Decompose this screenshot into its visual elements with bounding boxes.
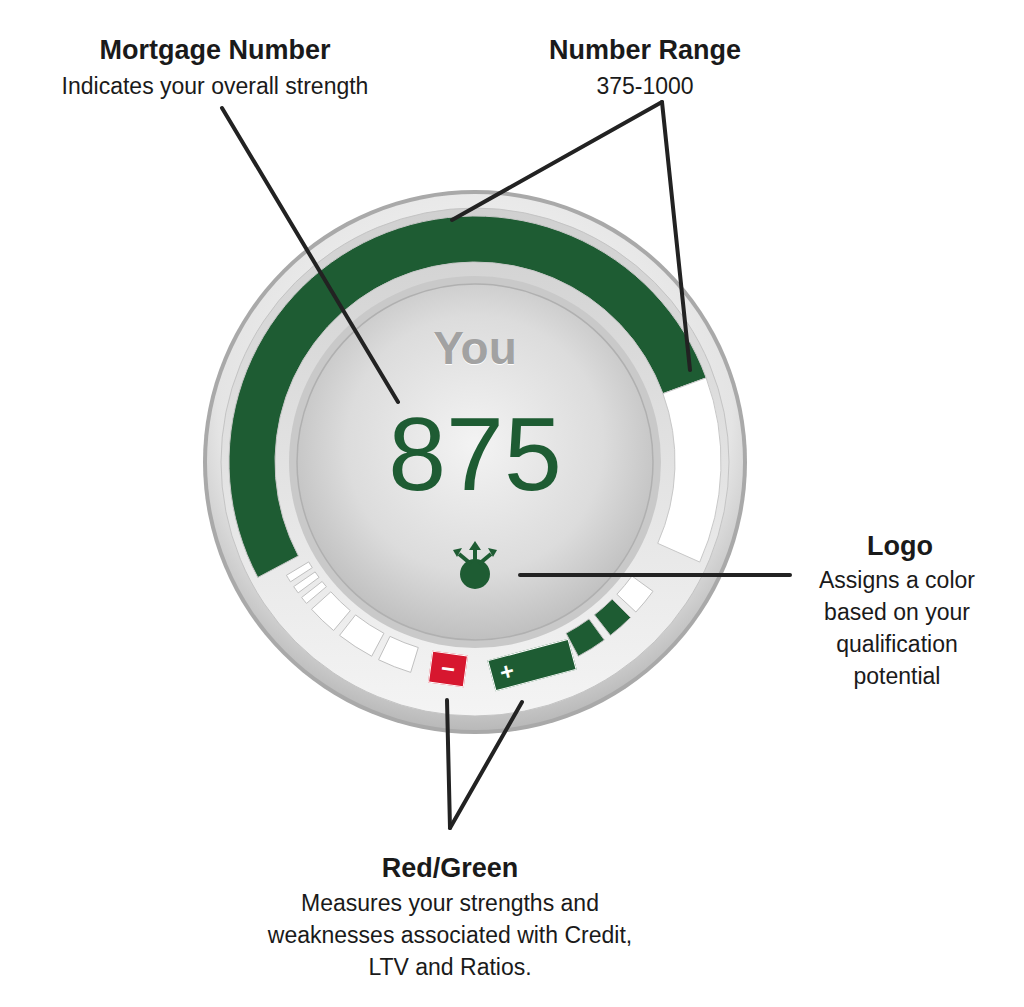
callout-text: 375-1000 xyxy=(485,71,805,101)
score-segment xyxy=(594,599,630,635)
callout-heading: Number Range xyxy=(485,34,805,66)
callout-heading: Logo xyxy=(790,530,1010,562)
inner-rim xyxy=(289,276,661,648)
leader-lines xyxy=(222,102,790,828)
callout-heading: Mortgage Number xyxy=(5,34,425,66)
callout-text: Indicates your overall strength xyxy=(0,71,430,101)
score-segment xyxy=(617,576,653,612)
outer-face xyxy=(207,194,743,730)
dial-circle: You 875 xyxy=(297,284,653,640)
callout-text: Measures your strengths and weaknesses a… xyxy=(258,887,643,983)
score-number: 875 xyxy=(297,402,653,506)
callout-text: Assigns a color based on your qualificat… xyxy=(802,564,992,692)
dial-face xyxy=(297,284,653,640)
outer-bezel xyxy=(203,190,747,734)
range-band xyxy=(658,378,721,562)
weakness-box: − xyxy=(428,651,468,688)
score-segment xyxy=(379,636,419,672)
sign-symbol: − xyxy=(439,656,456,682)
logo-icon xyxy=(453,541,497,589)
callout-heading: Red/Green xyxy=(250,852,650,884)
sign-symbol: + xyxy=(497,658,517,685)
dial-caption: You xyxy=(297,325,653,371)
track-face xyxy=(221,208,729,716)
score-segment xyxy=(340,615,384,656)
score-segment xyxy=(286,562,312,582)
range-arc xyxy=(229,216,721,672)
score-segment xyxy=(312,592,351,631)
